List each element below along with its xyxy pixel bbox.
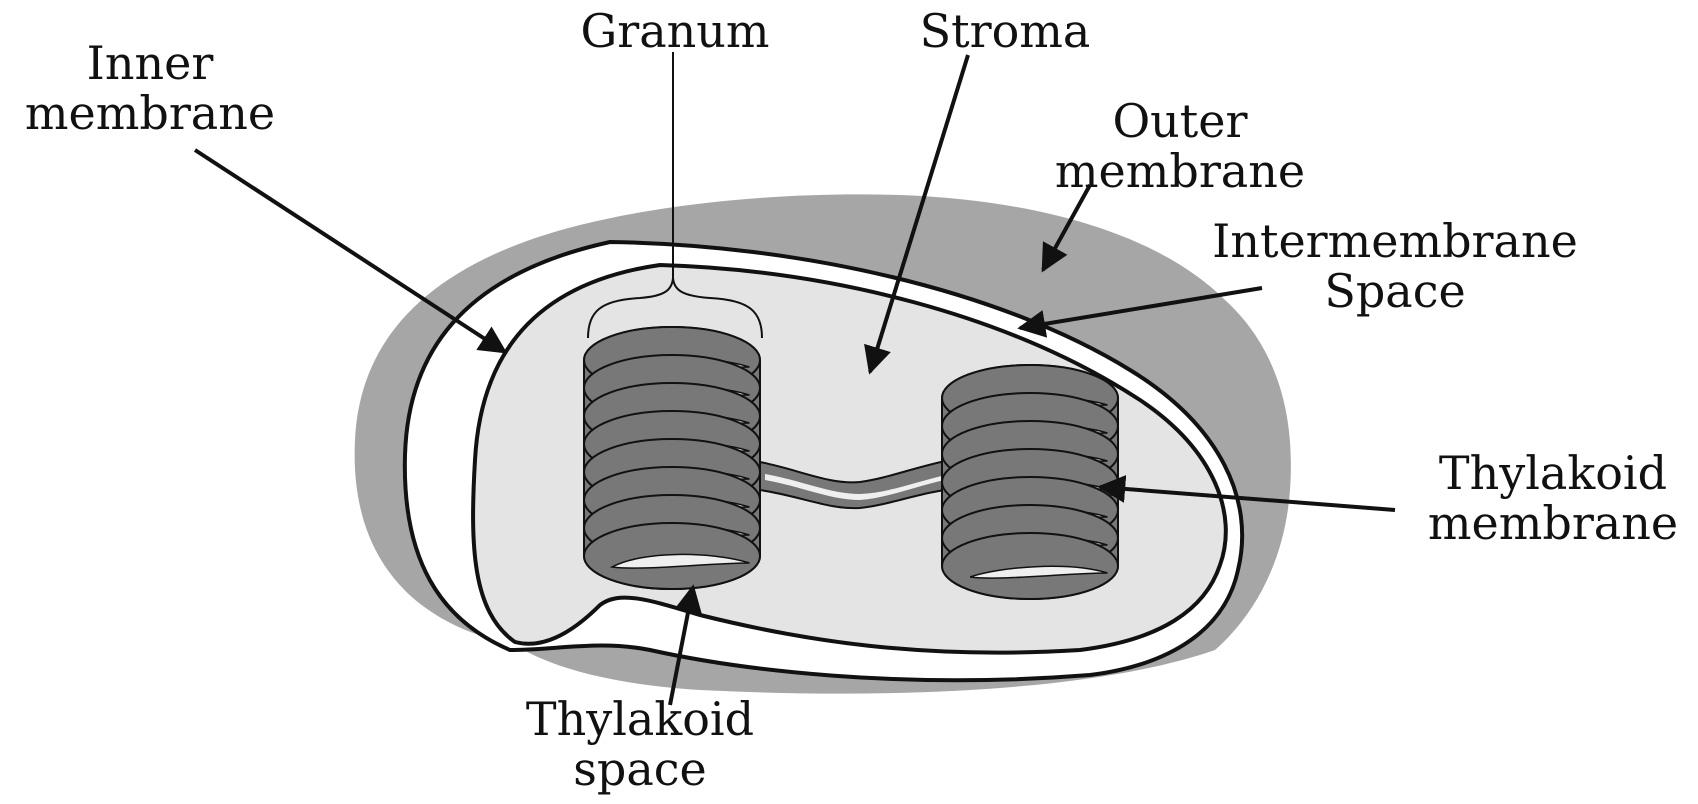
label-stroma-line1: Stroma <box>895 6 1115 56</box>
label-thylakoid-membrane: Thylakoid membrane <box>1410 448 1696 548</box>
label-outer-membrane: Outer membrane <box>1050 96 1310 196</box>
label-intermembrane-space-line1: Intermembrane <box>1185 216 1605 266</box>
label-thylakoid-membrane-line2: membrane <box>1410 498 1696 548</box>
label-inner-membrane-line1: Inner <box>10 38 290 88</box>
label-outer-membrane-line2: membrane <box>1050 146 1310 196</box>
label-stroma: Stroma <box>895 6 1115 56</box>
label-granum-line1: Granum <box>555 6 795 56</box>
label-intermembrane-space: Intermembrane Space <box>1185 216 1605 316</box>
label-outer-membrane-line1: Outer <box>1050 96 1310 146</box>
label-inner-membrane-line2: membrane <box>10 88 290 138</box>
label-thylakoid-space: Thylakoid space <box>505 694 775 794</box>
label-thylakoid-membrane-line1: Thylakoid <box>1410 448 1696 498</box>
thylakoid-disc <box>942 533 1118 599</box>
label-granum: Granum <box>555 6 795 56</box>
label-inner-membrane: Inner membrane <box>10 38 290 138</box>
label-intermembrane-space-line2: Space <box>1185 266 1605 316</box>
granum-left <box>584 327 760 589</box>
inner-membrane-arrow <box>195 150 505 352</box>
granum-right <box>942 365 1118 599</box>
label-thylakoid-space-line2: space <box>505 744 775 794</box>
label-thylakoid-space-line1: Thylakoid <box>505 694 775 744</box>
